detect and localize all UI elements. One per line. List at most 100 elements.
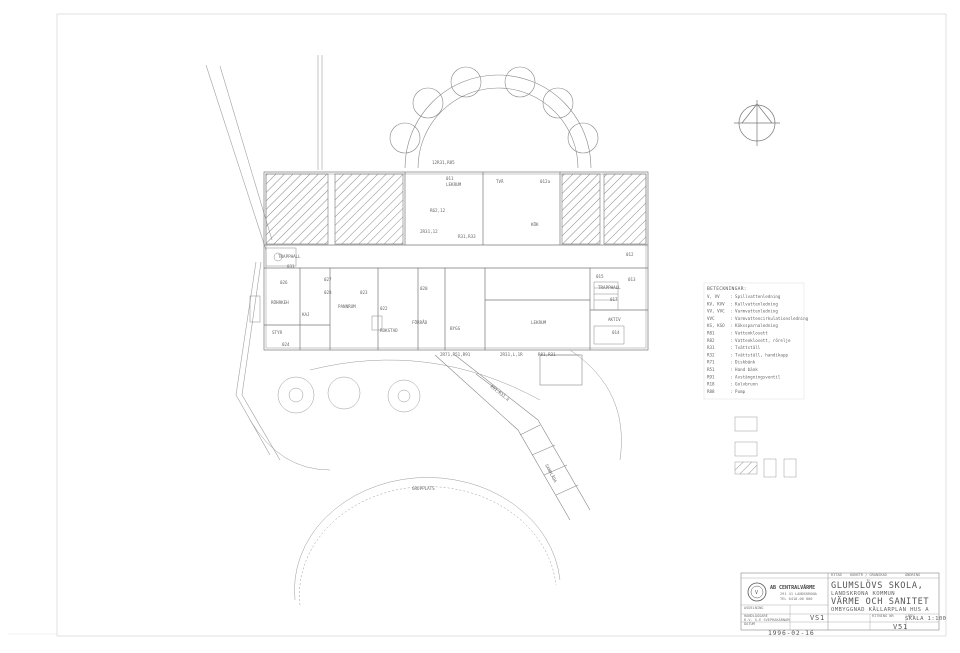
legend-code: R51 [707,367,715,372]
revision-label: REV [908,614,915,618]
legend-description: : Avstängningsventil [730,374,781,379]
company-name: AB CENTRALVÄRME [770,584,815,591]
room-label: 011 [446,176,454,181]
arc-benches [389,66,599,169]
room-label: 014 [612,330,620,335]
drawing-number: VS1 [810,614,825,622]
number-label: RITNING NR [872,614,894,618]
room-label: BYGG [450,326,461,331]
designer-name: K.V. S-E SVEPRAKÄRNAM [744,617,790,622]
room-label: TVÄ [496,179,504,184]
company-department: AVDELNING [744,606,763,610]
company-logo: V [747,582,767,602]
legend-description: : Pump [730,389,746,394]
legend-code: KV, KVV [707,301,725,306]
company-phone: TEL 0418-00 000 [780,597,812,601]
legend-code: KS, KSO [707,323,725,328]
legend-description: : Tvättställ [730,345,761,350]
logo-letter: V [755,590,758,596]
date-label: DATUM [744,622,756,626]
legend-code: VV, VVC [707,309,725,314]
project-title: GLUMSLÖVS SKOLA, [831,580,923,591]
pipe-label: 2R31,12 [420,229,438,234]
legend-heading: BETECKNINGAR: [707,286,747,292]
legend-code: R88 [707,389,715,394]
legend: BETECKNINGAR: V, VV : SpillvattenledningK… [703,282,809,400]
room-label: 017 [610,297,618,302]
room-label: STYR [272,330,283,335]
sheet-description: OMBYGGNAD KÄLLARPLAN HUS A [831,606,929,613]
room-label: ROKSTAD [380,328,398,333]
legend-description: : Vattenklosett [730,331,768,336]
room-label: 027 [324,277,332,282]
room-label: RÖHRKEH [271,300,289,305]
room-label: TRAPPHALL [598,285,621,290]
legend-code: V, VV [707,294,720,299]
legend-description: : Golvbrunn [730,382,758,387]
legend-description: : Varmvattenledning [730,309,778,314]
legend-description: : Vattenklosett, rörelje [730,338,791,343]
legend-description: : Spillvattenledning [730,294,781,299]
legend-description: : Kallvattenledning [730,301,778,306]
room-label: KÖK [531,222,539,227]
legend-code: R31 [707,345,715,350]
room-label: SANDLÅDA [544,463,558,484]
cad-number: V51 [893,623,908,631]
legend-code: VVC [707,316,715,321]
discipline-title: VÄRME OCH SANITET [831,596,929,607]
legend-code: R32 [707,352,715,357]
pipe-label: 12R31,R85 [432,160,455,165]
title-block-header: KONSTR / GRANSKAD [850,573,887,577]
room-label: 012 [626,252,634,257]
room-label: 024 [282,342,290,347]
room-label: 012a [540,179,551,184]
north-arrow-icon [734,100,780,146]
pipe-label: R31,R33 [458,234,476,239]
room-label: TRAPPHALL [278,254,301,259]
room-label: 023 [360,290,368,295]
legend-description: : Hand bänk [730,367,758,372]
legend-description: : Tvättställ, handikapp [730,352,788,357]
legend-code: R91 [707,374,715,379]
designer-label: HANDLÄGGARE [744,613,768,618]
legend-code: R82 [707,338,715,343]
title-block-header: RITAD [831,573,842,577]
pipe-label: 2R71,R51,R91 [440,352,471,357]
room-label: KAJ [302,312,310,317]
project-place: LANDSKRONA KOMMUN [831,591,895,597]
room-label: GROPPLATS [412,486,435,491]
room-label: 013 [628,277,636,282]
legend-code: R18 [707,382,715,387]
room-label: 028 [324,290,332,295]
legend-description: : Kökssparnaledning [730,323,778,328]
legend-code: R81 [707,331,715,336]
legend-code: R71 [707,360,715,365]
sheet-border [8,13,947,637]
room-label: 022 [380,306,388,311]
drawing-date: 1996-02-16 [768,629,814,637]
legend-description: : Varmvattencirkulationsledning [730,316,809,321]
room-label: PANNRUM [338,304,356,309]
pipe-label: R62,12 [430,208,446,213]
site-lines [205,55,323,461]
building-plan [263,171,649,351]
room-label: LEKRUM [531,320,547,325]
room-label: FÖRRÅD [412,320,428,325]
room-label: 031 [287,264,295,269]
pipe-label: R81,R31 [538,352,556,357]
title-block-header: ÄNDRING [905,572,920,577]
legend-description: : Diskbänk [730,360,756,365]
scale-label: SKALA 1:100 [905,616,946,622]
room-label: LEKRUM [446,182,462,187]
stair-details [249,247,625,345]
hatched-areas [265,173,647,245]
room-label: 015 [596,274,604,279]
title-block: RITAD KONSTR / GRANSKAD ÄNDRING V AB CEN… [740,572,946,637]
symbol-boxes [734,416,797,478]
pipe-labels: 12R31,R85 R62,12 2R31,12 R31,R33 2R71,R5… [420,160,556,402]
pipe-label: 2R31,L,1R [500,352,523,357]
room-label: 020 [420,286,428,291]
pipe-label: R91,R32,ä [489,384,510,402]
